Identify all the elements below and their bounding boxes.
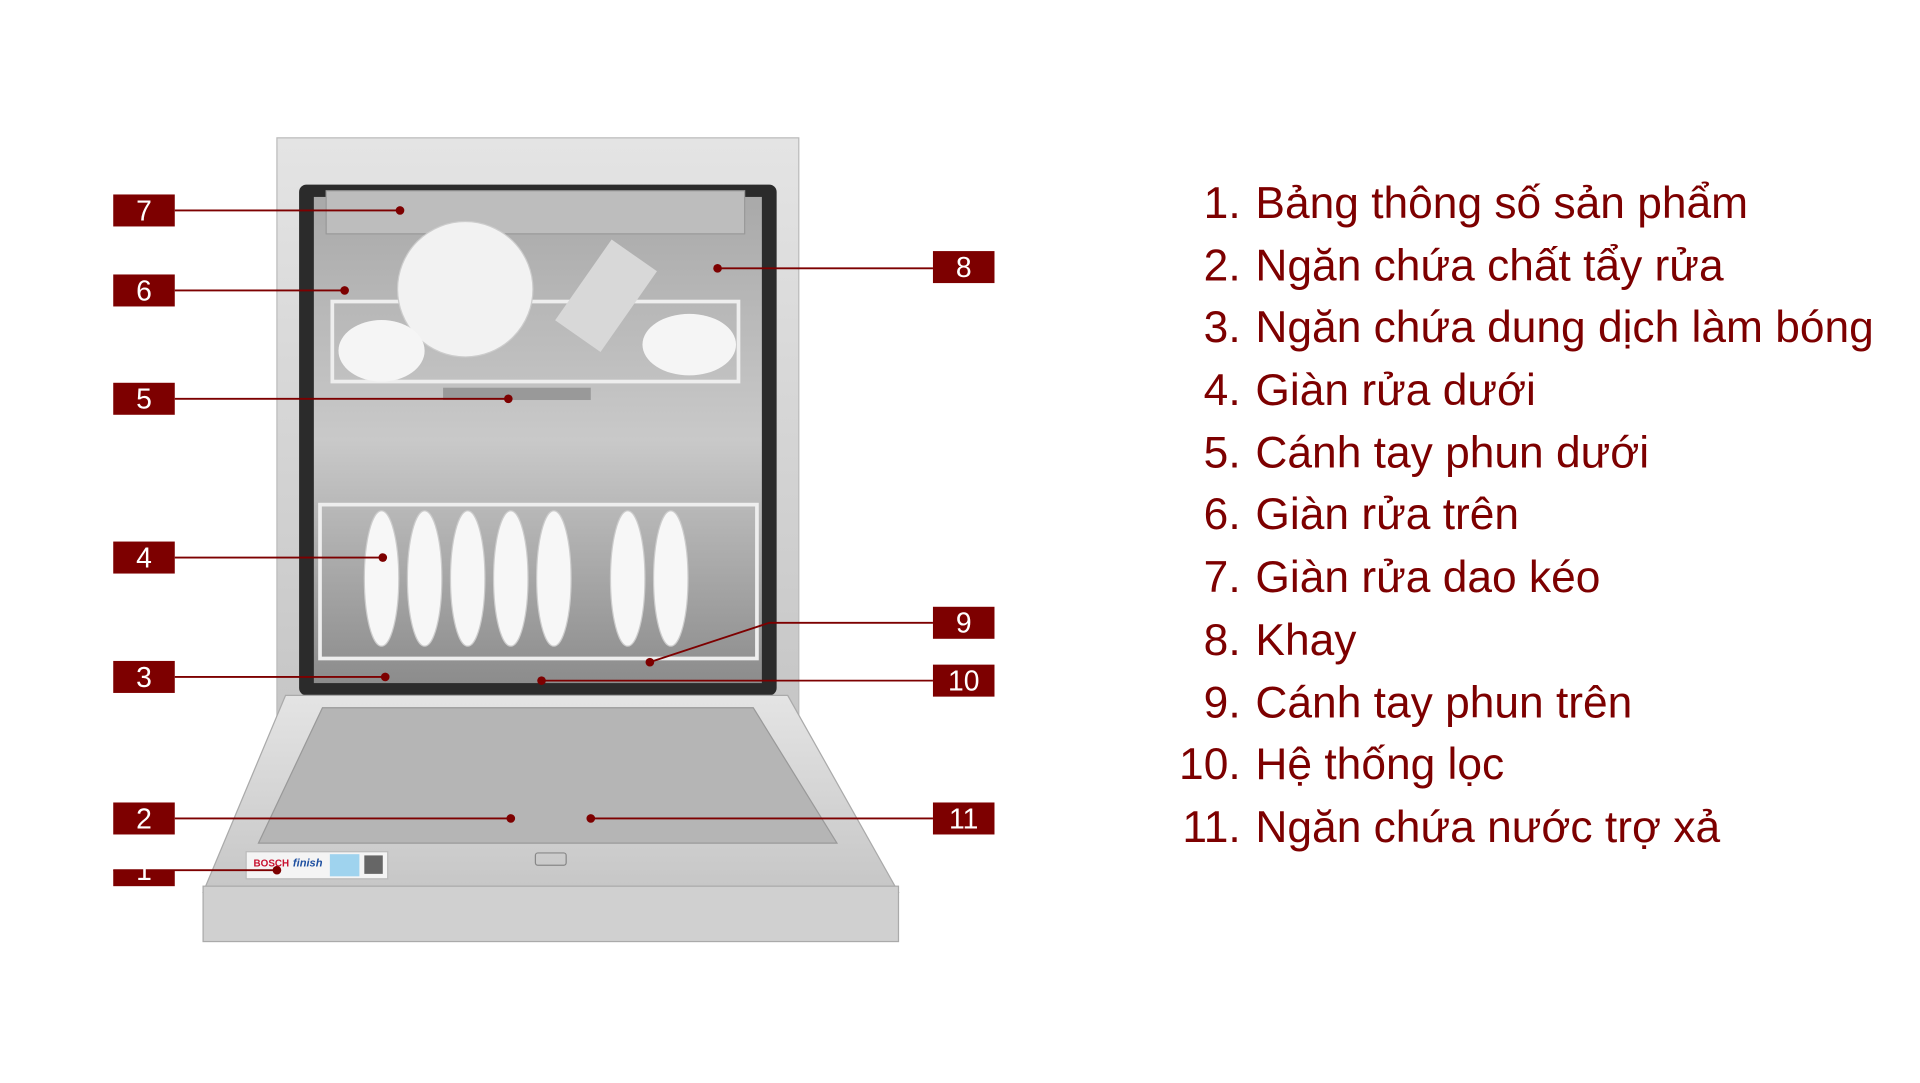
legend-item: 7. Giàn rửa dao kéo xyxy=(1169,547,1874,609)
legend-text: Cánh tay phun trên xyxy=(1255,676,1633,727)
legend-num: 11. xyxy=(1182,801,1241,852)
bowl xyxy=(338,320,425,382)
door-inner xyxy=(257,707,839,844)
legend-text: Bảng thông số sản phẩm xyxy=(1255,177,1749,228)
legend-item: 11. Ngăn chứa nước trợ xả xyxy=(1169,796,1874,858)
legend-item: 1. Bảng thông số sản phẩm xyxy=(1169,172,1874,234)
legend-num: 4. xyxy=(1203,364,1241,415)
lower-rack xyxy=(318,502,759,661)
leader-lines xyxy=(113,209,933,872)
legend-num: 1. xyxy=(1203,177,1241,228)
legend-num: 9. xyxy=(1203,676,1241,727)
callout-5: 5 xyxy=(113,382,175,415)
legend-item: 6. Giàn rửa trên xyxy=(1169,484,1874,546)
callout-3: 3 xyxy=(113,660,175,693)
legend-num: 3. xyxy=(1203,302,1241,353)
callout-10: 10 xyxy=(932,664,995,697)
legend-num: 2. xyxy=(1203,239,1241,291)
legend-text: Giàn rửa dao kéo xyxy=(1255,551,1601,603)
callout-9: 9 xyxy=(932,606,995,639)
legend-item: 5. Cánh tay phun dưới xyxy=(1169,422,1874,484)
legend-item: 9. Cánh tay phun trên xyxy=(1169,671,1874,733)
legend-item: 2. Ngăn chứa chất tẩy rửa xyxy=(1169,235,1874,297)
legend-item: 10. Hệ thống lọc xyxy=(1169,734,1874,796)
bowl xyxy=(642,313,737,376)
door-handle xyxy=(534,852,567,866)
legend-text: Khay xyxy=(1255,613,1357,665)
legend-num: 7. xyxy=(1203,551,1241,603)
glass xyxy=(555,239,657,352)
parts-legend: 1. Bảng thông số sản phẩm 2. Ngăn chứa chấ… xyxy=(1169,172,1874,858)
legend-num: 8. xyxy=(1203,613,1241,665)
callout-6: 6 xyxy=(113,274,175,307)
legend-num: 5. xyxy=(1203,426,1241,478)
qr-code xyxy=(364,855,383,874)
legend-item: 8. Khay xyxy=(1169,609,1874,671)
callout-8: 8 xyxy=(932,251,995,284)
legend-text: Hệ thống lọc xyxy=(1255,738,1505,790)
rating-plate xyxy=(245,851,389,880)
callout-4: 4 xyxy=(113,541,175,574)
legend-text: Ngăn chứa nước trợ xả xyxy=(1255,801,1721,852)
upper-rack xyxy=(330,299,741,384)
legend-text: Ngăn chứa chất tẩy rửa xyxy=(1255,239,1724,291)
legend-text: Ngăn chứa dung dịch làm bóng xyxy=(1255,302,1874,353)
finish-logo: finish xyxy=(292,856,323,869)
callout-7: 7 xyxy=(113,194,175,227)
legend-text: Giàn rửa dưới xyxy=(1255,364,1536,415)
legend-num: 6. xyxy=(1203,489,1241,540)
legend-num: 10. xyxy=(1179,738,1241,790)
bosch-logo: BOSCH xyxy=(253,857,290,869)
energy-label xyxy=(329,854,360,877)
plates xyxy=(363,510,689,647)
legend-item: 3. Ngăn chứa dung dịch làm bóng xyxy=(1169,297,1874,359)
cutlery-tray xyxy=(325,190,746,235)
door-bottom xyxy=(202,885,900,943)
plate xyxy=(396,220,534,358)
spray-arm xyxy=(443,387,591,401)
legend-item: 4. Giàn rửa dưới xyxy=(1169,359,1874,421)
callout-11: 11 xyxy=(932,802,995,835)
leader-dots xyxy=(272,206,722,875)
callout-1: 1 xyxy=(113,856,175,887)
legend-text: Giàn rửa trên xyxy=(1255,489,1520,540)
callout-2: 2 xyxy=(113,802,175,835)
legend-text: Cánh tay phun dưới xyxy=(1255,426,1650,478)
